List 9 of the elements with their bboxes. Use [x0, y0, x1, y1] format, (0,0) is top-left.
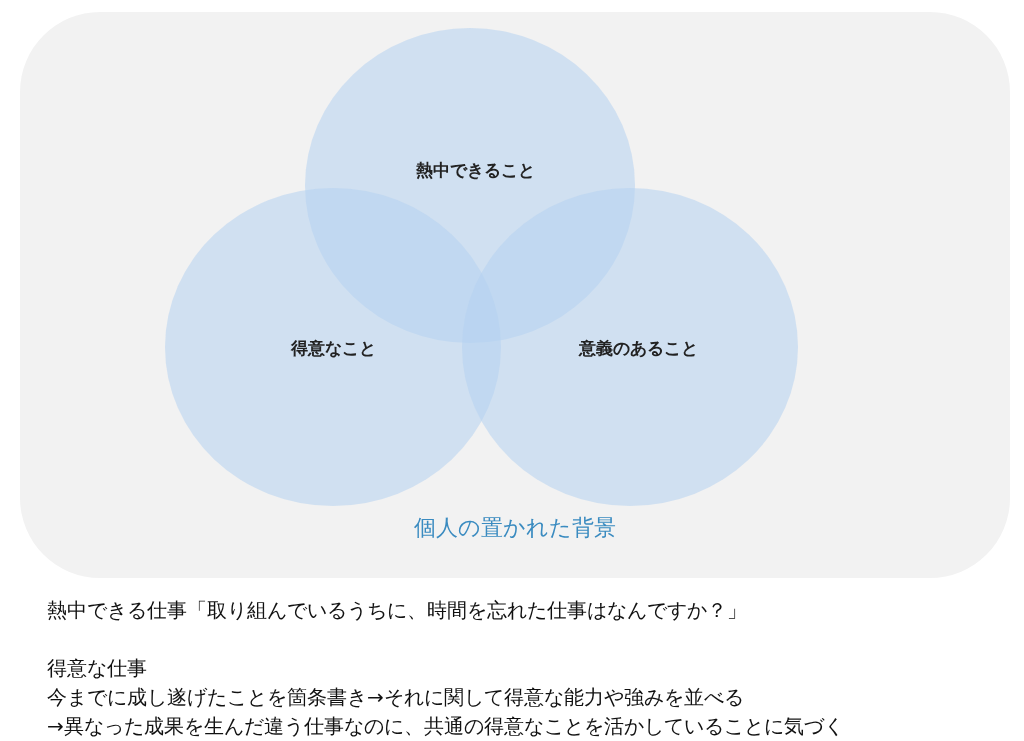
note-text: 熱中できる仕事「取り組んでいるうちに、時間を忘れた仕事はなんですか？」: [47, 597, 747, 624]
circle-label: 熱中できること: [415, 158, 535, 182]
section-heading: 得意な仕事: [47, 655, 147, 682]
circle-label: 得意なこと: [290, 336, 376, 360]
background-label: 個人の置かれた背景: [414, 514, 616, 542]
note-text: →異なった成果を生んだ違う仕事なのに、共通の得意なことを活かしていることに気づく: [47, 713, 844, 740]
background-panel: [20, 12, 1010, 578]
circle-label: 意義のあること: [578, 336, 698, 360]
note-text: 今までに成し遂げたことを箇条書き→それに関して得意な能力や強みを並べる: [47, 684, 744, 711]
